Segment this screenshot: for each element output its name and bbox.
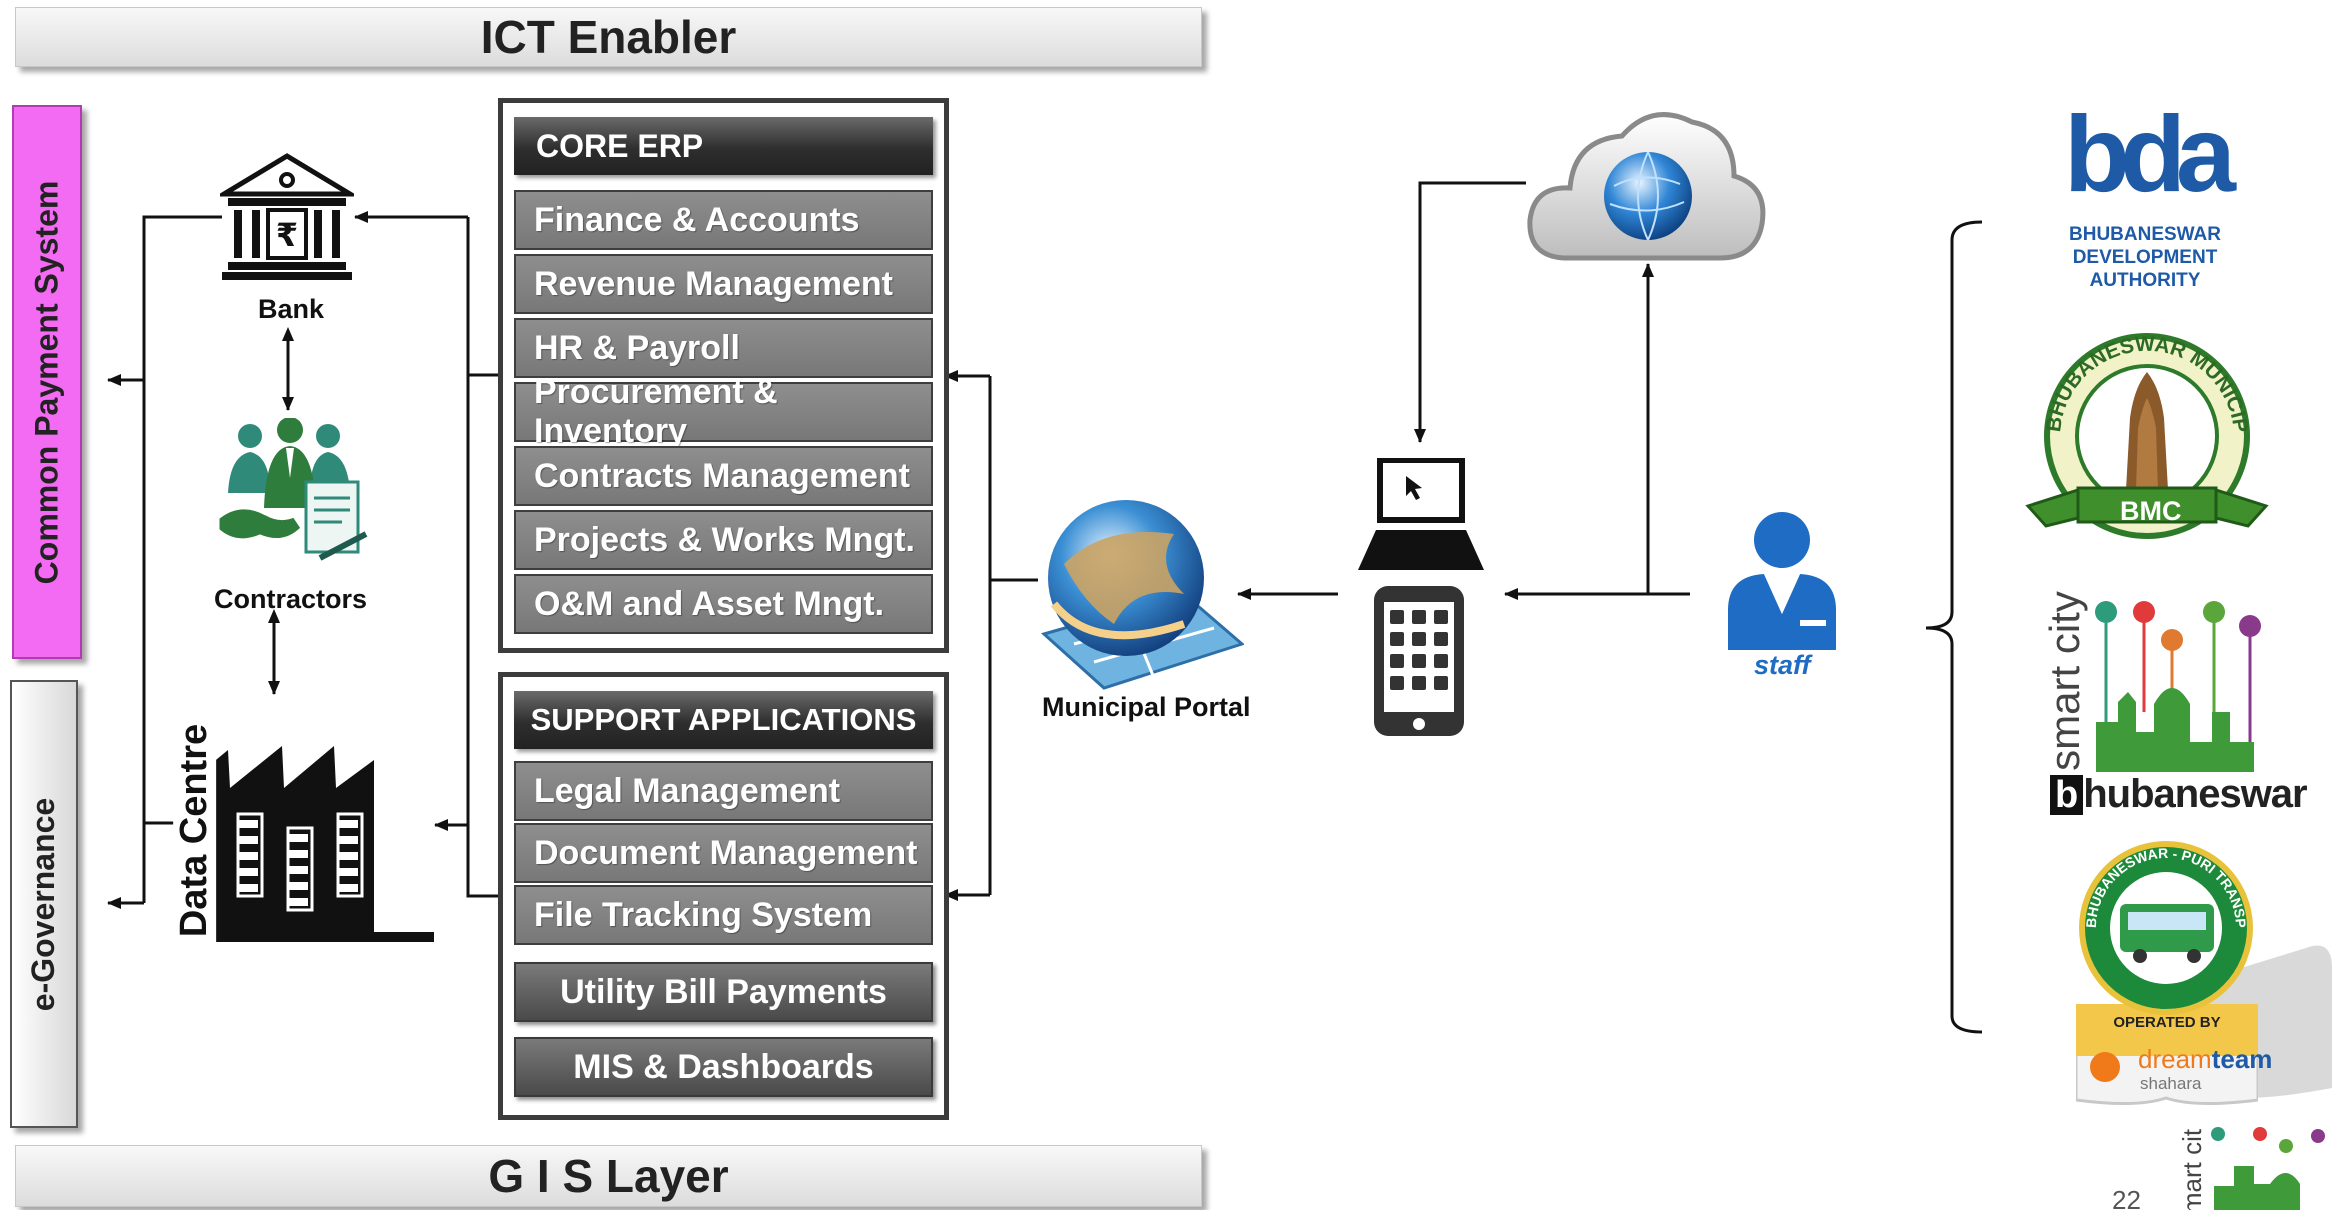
corner-skyline	[2211, 1127, 2325, 1210]
module-label: O&M and Asset Mngt.	[534, 584, 885, 623]
smart-city-b: b	[2050, 774, 2084, 815]
bda-line3: AUTHORITY	[2089, 270, 2201, 291]
bmc-ribbon-text: BMC	[2120, 496, 2182, 526]
transport-logo: BHUBANESWAR - PURI TRANSPORT SERVICE LTD…	[2076, 838, 2272, 1108]
module-procurement-inventory[interactable]: Procurement & Inventory	[514, 373, 933, 450]
smart-city-rest: hubaneswar	[2083, 772, 2307, 816]
corner-text-wrap: mart cit	[2178, 1128, 2208, 1210]
dreamteam-part2: team	[2211, 1044, 2273, 1074]
data-centre-label-wrap: Data Centre	[165, 717, 225, 943]
core-erp-panel: CORE ERP Finance & Accounts Revenue Mana…	[498, 98, 949, 653]
module-label: HR & Payroll	[534, 328, 740, 367]
bda-line2: DEVELOPMENT	[2072, 247, 2218, 268]
mobile-phone-icon	[1374, 586, 1464, 736]
module-finance-accounts[interactable]: Finance & Accounts	[514, 190, 933, 250]
e-governance-tab: e-Governance	[10, 680, 78, 1128]
operated-by-label: OPERATED BY	[2113, 1014, 2221, 1031]
module-label: File Tracking System	[534, 895, 873, 934]
bda-line1: BHUBANESWAR	[2069, 224, 2221, 245]
module-label: Projects & Works Mngt.	[534, 520, 915, 559]
utility-bill-payments-label: Utility Bill Payments	[560, 972, 887, 1011]
module-label: Procurement & Inventory	[534, 373, 778, 450]
municipal-portal-icon	[1040, 500, 1244, 690]
common-payment-system-tab: Common Payment System	[12, 105, 82, 659]
dreamteam-part1: dream	[2138, 1044, 2212, 1074]
module-contracts-management[interactable]: Contracts Management	[514, 446, 933, 506]
smart-city-skyline	[2095, 601, 2261, 772]
support-applications-title: SUPPORT APPLICATIONS	[530, 702, 917, 737]
smart-city-top: smart city	[2041, 591, 2089, 771]
corner-smart-city-fragment: mart cit	[2174, 1126, 2332, 1210]
module-label: Revenue Management	[534, 264, 893, 303]
mis-dashboards-label: MIS & Dashboards	[573, 1047, 874, 1086]
module-om-asset[interactable]: O&M and Asset Mngt.	[514, 574, 933, 634]
gis-layer-banner: G I S Layer	[15, 1145, 1202, 1207]
module-revenue-management[interactable]: Revenue Management	[514, 254, 933, 314]
contractors-label: Contractors	[214, 584, 368, 614]
laptop-icon	[1358, 458, 1484, 570]
cloud-icon	[1527, 112, 1766, 261]
staff-icon	[1728, 512, 1836, 650]
ict-enabler-banner: ICT Enabler	[15, 7, 1202, 67]
staff-label: staff	[1754, 650, 1811, 680]
module-label: Finance & Accounts	[534, 200, 860, 239]
transport-badge: BHUBANESWAR - PURI TRANSPORT SERVICE LTD…	[2076, 838, 2258, 1106]
bmc-logo: BHUBANESWAR MUNICIPAL CORPORATION	[2018, 318, 2269, 539]
data-centre-icon	[182, 746, 434, 942]
municipal-portal-label: Municipal Portal	[1042, 692, 1251, 722]
module-projects-works[interactable]: Projects & Works Mngt.	[514, 510, 933, 570]
module-label: Legal Management	[534, 771, 841, 810]
support-applications-panel: SUPPORT APPLICATIONS Legal Management Do…	[498, 672, 949, 1120]
page-number: 22	[2112, 1190, 2141, 1210]
smart-city-vertical-wrap: smart city	[2040, 591, 2090, 771]
bank-label: Bank	[258, 294, 325, 324]
support-applications-header: SUPPORT APPLICATIONS	[514, 691, 933, 749]
contractors-icon	[216, 418, 368, 561]
utility-bill-payments-button[interactable]: Utility Bill Payments	[514, 962, 933, 1022]
ict-enabler-title: ICT Enabler	[480, 11, 737, 63]
svg-text:₹: ₹	[276, 216, 298, 254]
dreamteam-wordmark: dreamteam	[2138, 1046, 2272, 1072]
gis-layer-title: G I S Layer	[488, 1150, 729, 1202]
shahara-label: shahara	[2140, 1074, 2202, 1093]
core-erp-title: CORE ERP	[536, 127, 704, 164]
core-erp-header: CORE ERP	[514, 117, 933, 175]
bda-mark: bda	[2063, 93, 2236, 214]
module-label: Contracts Management	[534, 456, 910, 495]
module-label: Document Management	[534, 833, 918, 872]
bda-logo: bda BHUBANESWAR DEVELOPMENT AUTHORITY	[2062, 93, 2236, 305]
bank-icon: ₹	[220, 153, 354, 280]
module-legal-management[interactable]: Legal Management	[514, 761, 933, 821]
module-file-tracking[interactable]: File Tracking System	[514, 885, 933, 945]
data-centre-label: Data Centre	[173, 717, 217, 943]
smart-city-logo: smart city b hubaneswar	[2041, 591, 2308, 820]
corner-text: mart cit	[2177, 1128, 2208, 1210]
module-document-management[interactable]: Document Management	[514, 823, 933, 883]
smart-city-wordmark: b hubaneswar	[2050, 772, 2308, 817]
module-hr-payroll[interactable]: HR & Payroll	[514, 318, 933, 378]
mis-dashboards-button[interactable]: MIS & Dashboards	[514, 1037, 933, 1097]
